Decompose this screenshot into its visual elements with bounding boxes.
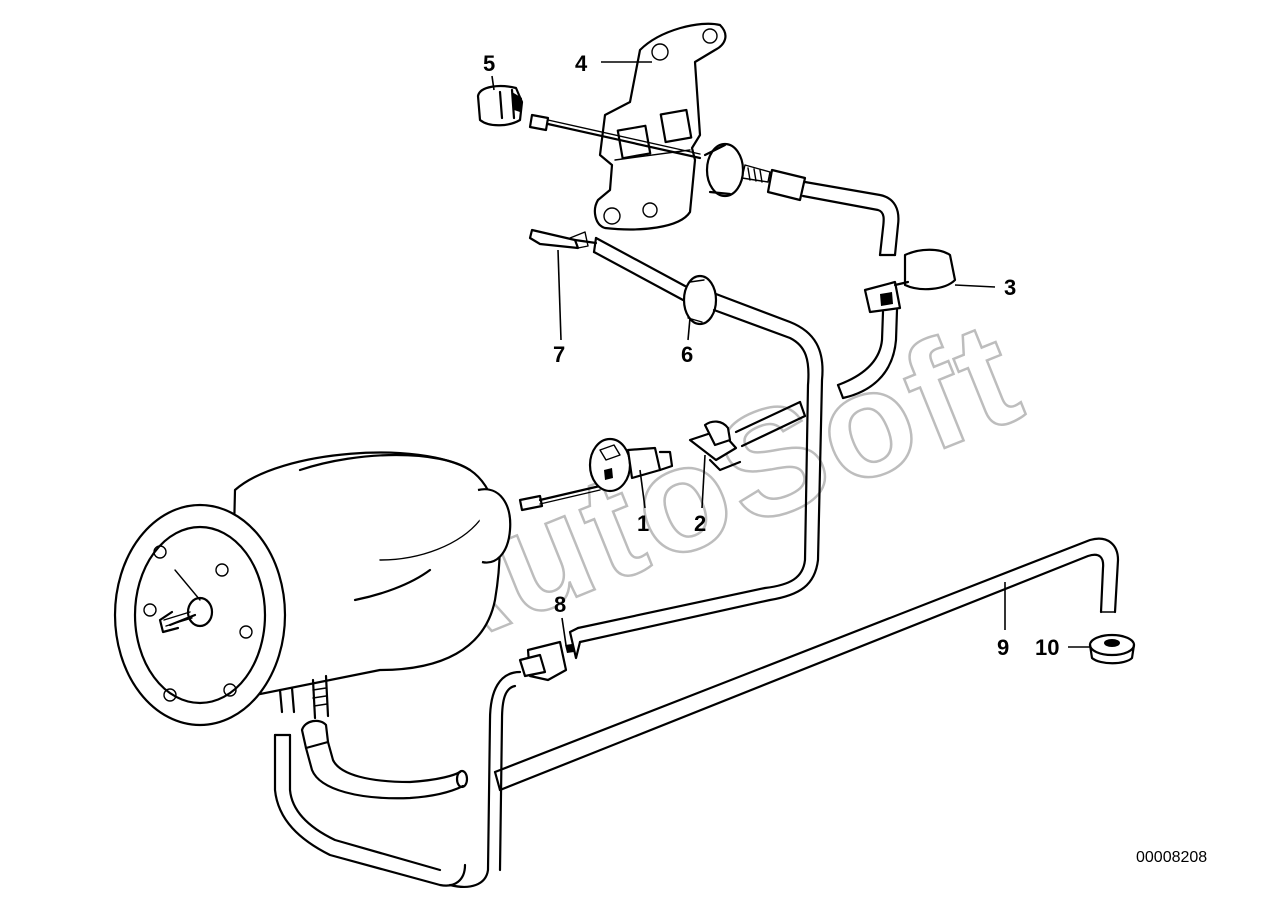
mounting-bracket bbox=[593, 22, 727, 231]
inner-cable-assembly bbox=[518, 400, 807, 512]
lower-cable-clamp bbox=[448, 626, 582, 888]
callout-2: 2 bbox=[694, 511, 706, 536]
callout-5: 5 bbox=[483, 51, 495, 76]
vacuum-hose-loop bbox=[273, 719, 469, 887]
document-number: 00008208 bbox=[1136, 849, 1207, 866]
callout-4: 4 bbox=[575, 51, 588, 76]
main-control-cable bbox=[576, 236, 824, 644]
callout-6: 6 bbox=[681, 342, 693, 367]
leader-lines bbox=[491, 61, 1090, 648]
cable-clamp-upper bbox=[836, 248, 957, 400]
callout-9: 9 bbox=[997, 635, 1009, 660]
callout-1: 1 bbox=[637, 511, 649, 536]
callout-8: 8 bbox=[554, 592, 566, 617]
callout-7: 7 bbox=[553, 342, 565, 367]
cable-end-clip bbox=[528, 228, 598, 250]
callout-3: 3 bbox=[1004, 275, 1016, 300]
vacuum-actuator-drum bbox=[113, 451, 512, 727]
cable-end-cap bbox=[476, 85, 524, 127]
upper-control-cable bbox=[528, 113, 900, 257]
callout-10: 10 bbox=[1035, 635, 1059, 660]
long-vacuum-hose bbox=[493, 537, 1136, 792]
